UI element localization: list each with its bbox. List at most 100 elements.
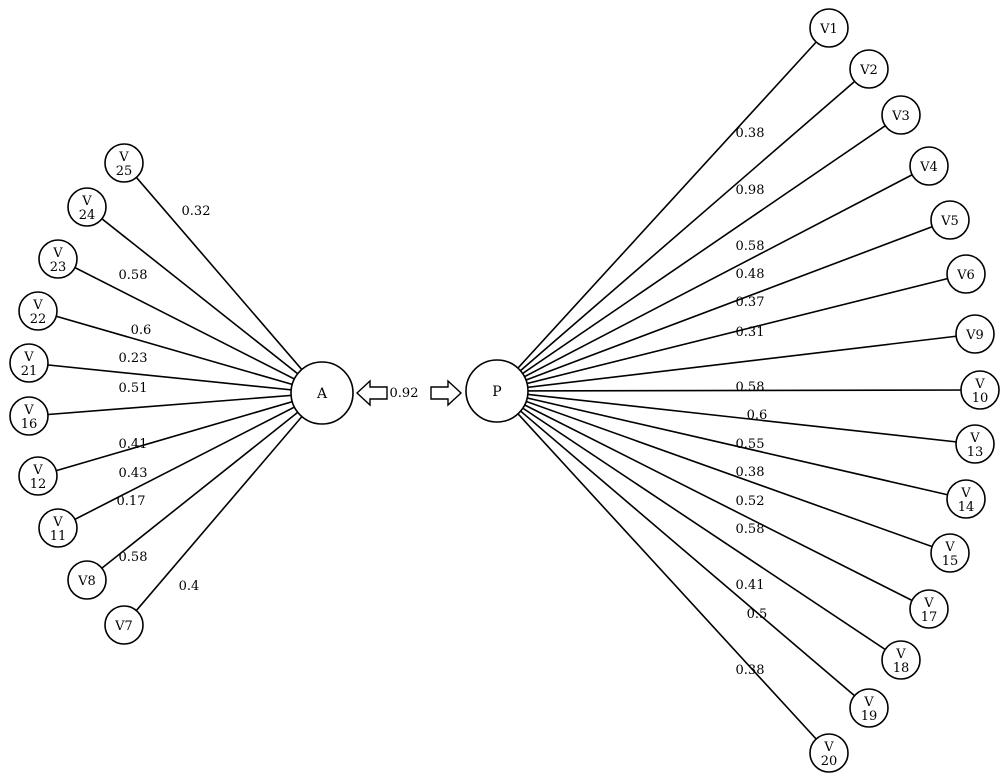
node-label-line2: 13	[967, 445, 984, 460]
node-v2: V2	[849, 49, 889, 89]
node-circle	[930, 533, 970, 573]
node-label-line2: 15	[942, 554, 959, 569]
edge-weight-v2: 0.98	[736, 183, 765, 198]
node-v14: V14	[946, 479, 986, 519]
edge-v13	[496, 390, 976, 445]
node-v13: V13	[955, 424, 995, 464]
edge-weight-v20: 0.5	[747, 607, 768, 622]
node-label: V4	[919, 160, 938, 175]
node-circle	[67, 187, 107, 227]
node-label-line1: V	[895, 647, 906, 662]
edge-v19	[496, 390, 870, 709]
node-v25: V25	[104, 143, 144, 183]
right-arrow-icon	[430, 379, 463, 407]
node-circle	[9, 343, 49, 383]
node-label-line2: 25	[116, 164, 133, 179]
node-label-line2: 10	[972, 391, 989, 406]
edge-weight-v12: 0.41	[119, 437, 148, 452]
node-label-line2: 17	[921, 610, 938, 625]
node-v10: V10	[960, 370, 1000, 410]
hub-p-label: P	[492, 384, 501, 400]
node-label-line1: V	[863, 695, 874, 710]
node-label: V7	[114, 619, 133, 634]
node-v8: V8	[67, 560, 107, 600]
edge-weight-v10: 0.58	[736, 380, 765, 395]
node-label-line2: 20	[821, 754, 838, 769]
node-circle	[946, 479, 986, 519]
node-label-line2: 18	[893, 661, 910, 676]
left-extra-weight-0: 0.4	[179, 579, 200, 594]
node-label: V1	[819, 22, 838, 37]
node-circle	[930, 200, 970, 240]
node-label-line2: 24	[79, 208, 96, 223]
node-label-line2: 19	[861, 709, 878, 724]
edge-v15	[496, 390, 951, 554]
edge-v16	[28, 392, 323, 417]
edge-weight-v5: 0.37	[736, 295, 765, 310]
node-label: V2	[859, 63, 878, 78]
node-circle	[955, 424, 995, 464]
node-label-line1: V	[23, 403, 34, 418]
edge-v2	[496, 68, 870, 392]
node-circle	[909, 146, 949, 186]
node-circle	[9, 396, 49, 436]
node-v5: V5	[930, 200, 970, 240]
edge-weight-v1: 0.38	[736, 126, 765, 141]
node-circle	[909, 589, 949, 629]
node-label-line2: 21	[21, 364, 38, 379]
node-label-line1: V	[52, 246, 63, 261]
node-label-line1: V	[969, 431, 980, 446]
edge-v21	[28, 362, 323, 394]
hub-a: A	[290, 361, 354, 425]
edge-v20	[496, 390, 830, 754]
node-v22: V22	[18, 291, 58, 331]
node-circle	[960, 370, 1000, 410]
node-circle	[881, 95, 921, 135]
edge-weight-v3: 0.58	[736, 239, 765, 254]
hub-a-circle	[290, 361, 354, 425]
edge-weight-v8: 0.17	[117, 494, 146, 509]
node-label-line1: V	[944, 540, 955, 555]
node-v7: V7	[104, 605, 144, 645]
edge-v23	[57, 258, 323, 394]
node-v19: V19	[849, 688, 889, 728]
node-circle	[849, 49, 889, 89]
node-circle	[38, 239, 78, 279]
node-label: V8	[77, 574, 96, 589]
node-circle	[38, 508, 78, 548]
edge-v17	[496, 390, 930, 610]
node-label-line2: 12	[30, 477, 47, 492]
node-circle	[104, 605, 144, 645]
node-v18: V18	[881, 640, 921, 680]
node-circle	[946, 254, 986, 294]
edge-weight-v19: 0.41	[736, 578, 765, 593]
edge-v1	[496, 27, 830, 392]
node-circle	[955, 314, 995, 354]
edge-v14	[496, 390, 967, 500]
edge-v8	[86, 392, 323, 581]
node-label-line2: 22	[30, 312, 47, 327]
node-label: V6	[956, 268, 975, 283]
hub-p: P	[465, 359, 529, 423]
node-v6: V6	[946, 254, 986, 294]
edge-weight-v25: 0.32	[182, 204, 211, 219]
edge-v3	[496, 114, 902, 392]
node-label-line1: V	[823, 740, 834, 755]
node-v24: V24	[67, 187, 107, 227]
edge-weight-v21: 0.23	[119, 351, 148, 366]
edge-v22	[37, 310, 323, 394]
node-v17: V17	[909, 589, 949, 629]
edge-weight-v23: 0.58	[119, 268, 148, 283]
node-label-line1: V	[81, 194, 92, 209]
edge-v6	[496, 273, 967, 392]
node-v9: V9	[955, 314, 995, 354]
node-label-line1: V	[32, 298, 43, 313]
hub-p-circle	[465, 359, 529, 423]
node-circle	[18, 291, 58, 331]
right-extra-weight-0: 0.38	[736, 663, 765, 678]
node-label-line2: 14	[958, 500, 975, 515]
link-weight-label: 0.92	[390, 386, 419, 401]
node-label-line1: V	[974, 377, 985, 392]
node-circle	[881, 640, 921, 680]
